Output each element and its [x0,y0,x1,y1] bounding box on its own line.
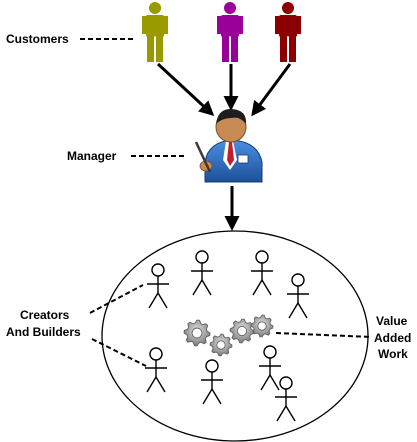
manager-icon [194,108,263,183]
gears-icon [183,314,274,357]
stick-figure-icon [251,250,273,296]
stick-figure-icon [201,359,223,405]
stick-figure-icon [147,263,169,309]
customer-person-icon-1 [142,2,168,62]
customer-person-icon-2 [217,2,243,62]
creators-dash-top [89,284,144,314]
creators-dash-bottom [91,338,147,367]
customer-person-icon-3 [275,2,301,62]
customers-label: Customers [6,32,69,46]
creators-label-line1: Creators [20,308,70,322]
stick-figure-icon [259,345,281,391]
creators-label-line2: And Builders [6,325,81,339]
stick-figure-icon [275,376,297,422]
stick-figure-icon [191,250,213,296]
value-label-line1: Value [376,314,408,328]
manager-label: Manager [67,149,117,163]
arrow-customer-3 [251,63,292,117]
arrow-customer-1 [156,62,215,117]
value-dash [275,332,373,338]
stick-figure-icon [287,273,309,319]
value-label-line2: Added [374,331,411,345]
value-label-line3: Work [378,347,408,361]
stick-figure-icon [145,347,167,393]
